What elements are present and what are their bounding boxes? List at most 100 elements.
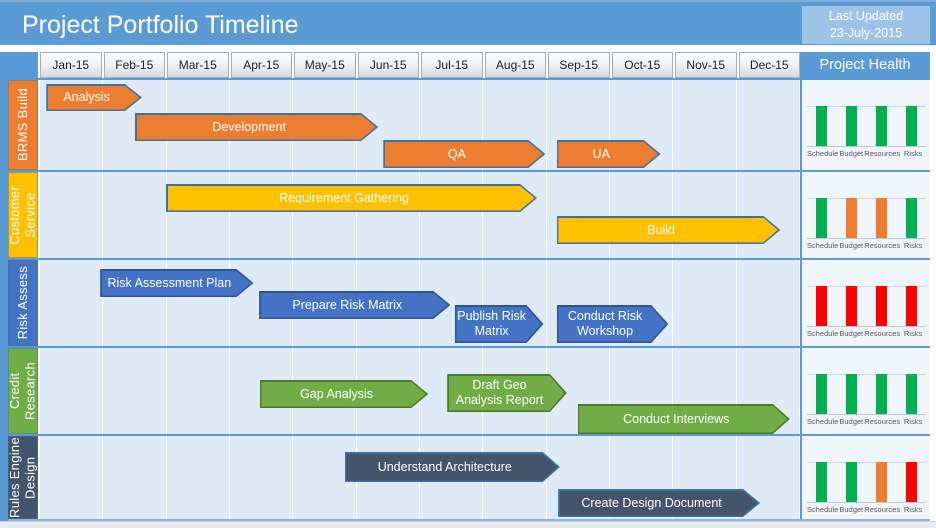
health-bar-budget xyxy=(846,106,858,146)
health-metric-label: Risks xyxy=(903,417,923,426)
task-arrow: Understand Architecture xyxy=(345,452,560,482)
task-arrow: Create Design Document xyxy=(558,489,760,517)
month-gridline-cell xyxy=(420,172,484,258)
month-gridline-cell xyxy=(610,348,674,434)
month-cell: Jun-15 xyxy=(357,52,419,78)
project-label: BRMS Build xyxy=(8,80,38,170)
month-gridline-cell xyxy=(167,260,230,346)
month-gridline-cell xyxy=(737,260,800,346)
task-label: Risk Assessment Plan xyxy=(107,275,232,290)
task-label: QA xyxy=(447,146,466,161)
task-arrow-fill xyxy=(456,307,541,342)
health-metric-label: Risks xyxy=(903,149,923,158)
health-metric-label: Schedule xyxy=(807,241,839,250)
month-gridline-cell xyxy=(737,80,800,170)
month-gridline-cell xyxy=(737,436,800,519)
task-arrow-fill xyxy=(168,186,535,211)
health-bar-resources xyxy=(875,374,887,414)
project-label: Risk Assess xyxy=(8,260,38,346)
health-bar-column xyxy=(867,462,897,502)
health-gridline xyxy=(807,286,926,287)
month-gridline-cell xyxy=(483,260,547,346)
task-arrow: Conduct Risk Workshop xyxy=(557,305,669,343)
month-gridline-cell xyxy=(357,172,420,258)
task-arrow-fill xyxy=(261,382,426,407)
project-label: Customer Service xyxy=(7,172,38,258)
month-gridline-cell xyxy=(737,172,800,258)
project-label-text: Credit Research xyxy=(7,361,38,421)
health-bar-column xyxy=(807,198,837,238)
health-metric-label: Resources xyxy=(864,505,901,514)
month-cell: Sep-15 xyxy=(548,52,610,78)
month-gridline-cell xyxy=(547,172,610,258)
month-gridline-cell xyxy=(167,172,230,258)
label-grid-gap xyxy=(38,172,40,258)
task-label: Development xyxy=(212,119,286,134)
health-bar-column xyxy=(807,286,837,326)
task-arrow-fill xyxy=(579,406,787,433)
project-health-header: Project Health xyxy=(800,52,930,78)
health-baseline xyxy=(807,326,926,327)
health-bar-column xyxy=(896,462,926,502)
health-bars xyxy=(807,462,926,502)
month-gridline-cell xyxy=(673,80,737,170)
health-bar-resources xyxy=(875,106,887,146)
month-cell: Jul-15 xyxy=(421,52,483,78)
project-row: Rules Engine Design Understand Architectu… xyxy=(7,434,930,521)
health-metric-label: Budget xyxy=(839,149,864,158)
health-bar-resources xyxy=(875,462,887,502)
health-bar-schedule xyxy=(816,462,828,502)
task-arrow: Prepare Risk Matrix xyxy=(259,291,450,319)
month-cell: Oct-15 xyxy=(611,52,673,78)
task-arrow: Requirement Gathering xyxy=(166,184,537,212)
month-gridline-cell xyxy=(40,80,104,170)
month-gridline-cell xyxy=(547,348,610,434)
health-metric-label: Budget xyxy=(839,417,864,426)
month-cell: May-15 xyxy=(294,52,356,78)
health-bar-column xyxy=(837,374,867,414)
health-metric-label: Budget xyxy=(839,329,864,338)
health-bar-column xyxy=(807,374,837,414)
health-metric-label: Schedule xyxy=(807,329,839,338)
health-bar-risks xyxy=(905,198,917,238)
health-metric-label: Schedule xyxy=(807,505,839,514)
task-arrow: Build xyxy=(557,216,781,244)
health-bar-column xyxy=(867,374,897,414)
health-bar-budget xyxy=(846,286,858,326)
month-cell: Dec-15 xyxy=(738,52,800,78)
month-gridline-cell xyxy=(103,348,167,434)
task-arrow-fill xyxy=(558,218,778,243)
task-arrow-fill xyxy=(261,293,448,318)
health-bar-column xyxy=(837,286,867,326)
project-label-text: Rules Engine Design xyxy=(7,437,38,518)
task-arrow: Risk Assessment Plan xyxy=(100,269,253,297)
month-cell: Jan-15 xyxy=(40,52,102,78)
health-metric-label: Resources xyxy=(864,417,901,426)
month-gridline-cell xyxy=(547,80,610,170)
health-bar-column xyxy=(896,374,926,414)
month-gridline-cell xyxy=(673,436,737,519)
project-label-text: Customer Service xyxy=(7,185,38,245)
task-arrow: Publish Risk Matrix xyxy=(455,305,544,343)
health-bar-column xyxy=(807,106,837,146)
health-gridline xyxy=(807,462,926,463)
task-label: Draft Geo Analysis Report xyxy=(455,378,544,407)
month-gridline-cell xyxy=(610,80,674,170)
task-label: Create Design Document xyxy=(581,495,722,510)
health-bar-column xyxy=(896,286,926,326)
health-metric-label: Resources xyxy=(864,241,901,250)
task-label: Conduct Interviews xyxy=(623,411,730,426)
health-bar-schedule xyxy=(816,106,828,146)
